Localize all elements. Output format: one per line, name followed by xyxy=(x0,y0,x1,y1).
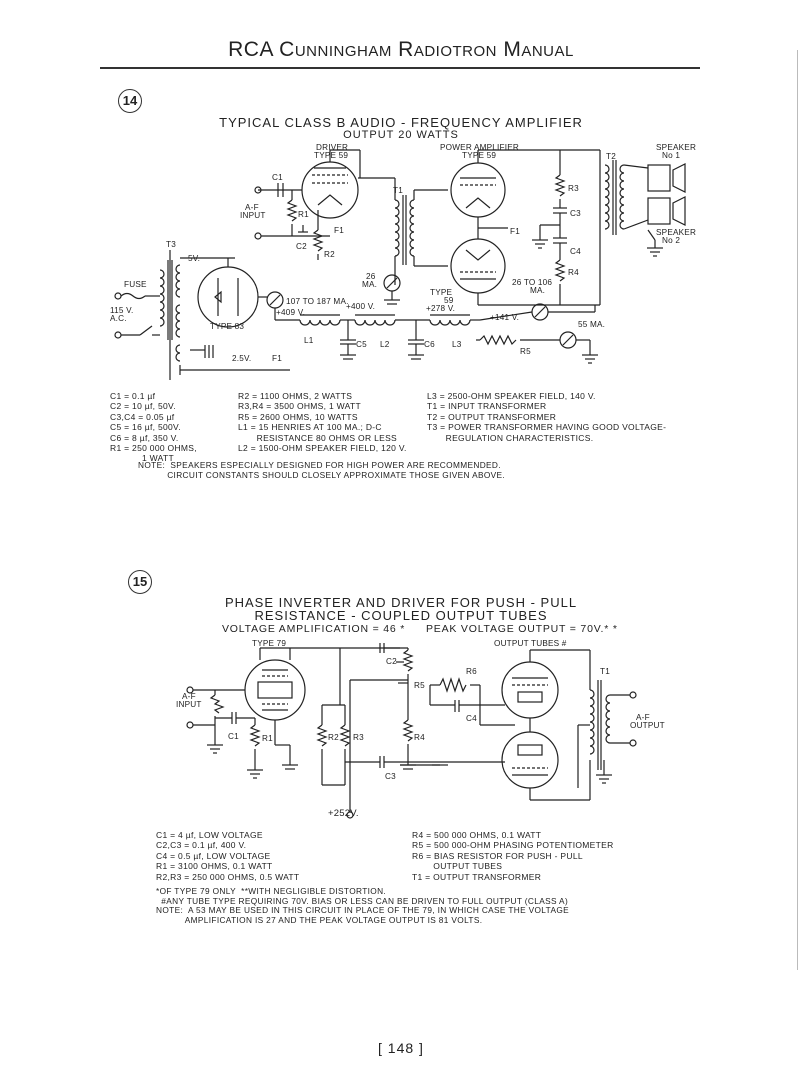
fuse xyxy=(120,292,146,300)
part-row: R1 = 3100 OHMS, 0.1 WATT xyxy=(156,861,273,872)
part-row: R3,R4 = 3500 OHMS, 1 WATT xyxy=(238,401,361,412)
r5-resistor xyxy=(479,334,517,346)
t1-primary xyxy=(394,199,400,257)
t1-secondary xyxy=(605,694,611,744)
r2-resistor xyxy=(312,229,324,252)
output-tube-upper xyxy=(501,661,559,719)
part-row: R2 = 1100 OHMS, 2 WATTS xyxy=(238,391,353,401)
power-tube-lower xyxy=(450,238,506,294)
circuit15-title-line1: PHASE INVERTER AND DRIVER FOR PUSH - PUL… xyxy=(224,595,578,610)
driver-tube xyxy=(301,161,359,219)
part-row: R5 = 500 000-OHM PHASING POTENTIOMETER xyxy=(412,840,614,851)
part-row: R1 = 250 000 OHMS, xyxy=(110,443,197,454)
part-row: C2,C3 = 0.1 µf, 400 V. xyxy=(156,840,247,851)
r3-resistor xyxy=(339,724,351,747)
input-resistor xyxy=(209,694,225,714)
speaker-field-l3 xyxy=(429,319,471,326)
part-row: C6 = 8 µf, 350 V. xyxy=(110,432,179,443)
speaker-field-l2 xyxy=(354,319,396,326)
speaker-1-cone xyxy=(672,163,686,193)
part-row: RESISTANCE 80 OHMS OR LESS xyxy=(238,432,398,443)
type79-tube xyxy=(244,659,306,721)
t3-secondary-5v xyxy=(175,264,181,298)
part-row: OUTPUT TUBES xyxy=(412,861,503,872)
part-row: 1 WATT xyxy=(110,453,174,464)
part-row: C3,C4 = 0.05 µf xyxy=(110,411,175,422)
circuit14-subtitle: OUTPUT 20 WATTS xyxy=(343,129,459,141)
r1-resistor xyxy=(249,724,261,747)
t2-secondary xyxy=(619,164,625,230)
part-row: C1 = 4 µf, LOW VOLTAGE xyxy=(156,830,263,840)
part-row: L3 = 2500-OHM SPEAKER FIELD, 140 V. xyxy=(427,391,596,401)
part-row: C2 = 10 µf, 50V. xyxy=(110,401,176,412)
choke-l1 xyxy=(299,319,341,326)
part-row: T2 = OUTPUT TRANSFORMER xyxy=(427,411,557,422)
r1-resistor xyxy=(286,199,298,222)
power-tube-upper xyxy=(450,162,506,218)
part-row: T1 = INPUT TRANSFORMER xyxy=(427,401,547,412)
part-row: T1 = OUTPUT TRANSFORMER xyxy=(412,871,542,882)
part-row: T3 = POWER TRANSFORMER HAVING GOOD VOLTA… xyxy=(427,422,667,433)
circuit14-parts-col2: R2 = 1100 OHMS, 2 WATTS R3,R4 = 3500 OHM… xyxy=(238,391,407,453)
r6-resistor xyxy=(439,677,467,693)
part-row: R5 = 2600 OHMS, 10 WATTS xyxy=(238,411,358,422)
circuit15-title-line2: RESISTANCE - COUPLED OUTPUT TUBES xyxy=(254,608,548,623)
circuit14-title: TYPICAL CLASS B AUDIO - FREQUENCY AMPLIF… xyxy=(219,115,583,130)
speaker-2-field xyxy=(647,197,671,225)
r4-resistor xyxy=(402,719,414,742)
r4-resistor xyxy=(554,259,566,282)
circuit15-subtitle-left: VOLTAGE AMPLIFICATION = 46 * xyxy=(222,623,406,635)
rectifier-tube xyxy=(197,266,259,328)
circuit-number-14: 14 xyxy=(118,89,142,113)
speaker-1-field xyxy=(647,164,671,192)
t2-primary xyxy=(604,164,610,230)
circuit14-parts-col3: L3 = 2500-OHM SPEAKER FIELD, 140 V. T1 =… xyxy=(427,391,666,443)
t3-secondary-hv xyxy=(175,304,181,338)
circuit14-note: NOTE: SPEAKERS ESPECIALLY DESIGNED FOR H… xyxy=(138,460,506,480)
part-row: L1 = 15 HENRIES AT 100 MA.; D-C xyxy=(238,422,382,433)
output-tube-lower xyxy=(501,731,559,789)
page-number: [ 148 ] xyxy=(378,1040,424,1056)
part-row: C4 = 0.5 µf, LOW VOLTAGE xyxy=(156,850,271,861)
part-row: L2 = 1500-OHM SPEAKER FIELD, 120 V. xyxy=(238,443,407,454)
r5-potentiometer xyxy=(402,649,414,672)
t1-primary xyxy=(589,689,595,755)
circuit15-parts-right: R4 = 500 000 OHMS, 0.1 WATT R5 = 500 000… xyxy=(412,830,614,882)
r2-resistor xyxy=(316,724,328,747)
circuit15-parts-left: C1 = 4 µf, LOW VOLTAGE C2,C3 = 0.1 µf, 4… xyxy=(156,830,299,882)
part-row: R2,R3 = 250 000 OHMS, 0.5 WATT xyxy=(156,871,300,882)
page-header: RCA Cunningham Radiotron Manual xyxy=(228,38,574,61)
circuit14-parts-col1: C1 = 0.1 µf C2 = 10 µf, 50V. C3,C4 = 0.0… xyxy=(110,391,197,464)
part-row: C1 = 0.1 µf xyxy=(110,391,156,401)
t3-secondary-25v xyxy=(175,344,181,362)
page-edge xyxy=(797,50,798,970)
phase-inverter-schematic xyxy=(186,643,637,819)
t1-secondary xyxy=(409,199,415,257)
circuit15-subtitle-right: PEAK VOLTAGE OUTPUT = 70V.* * xyxy=(426,623,618,635)
part-row: R4 = 500 000 OHMS, 0.1 WATT xyxy=(412,830,542,840)
part-row: REGULATION CHARACTERISTICS. xyxy=(427,432,594,443)
class-b-amplifier-schematic xyxy=(114,149,686,380)
circuit15-note: *OF TYPE 79 ONLY **WITH NEGLIGIBLE DISTO… xyxy=(156,886,570,925)
header-rule xyxy=(100,67,700,69)
part-row: C5 = 16 µf, 500V. xyxy=(110,422,181,433)
r3-resistor xyxy=(554,174,566,197)
circuit-number-15: 15 xyxy=(128,570,152,594)
speaker-2-cone xyxy=(672,196,686,226)
part-row: R6 = BIAS RESISTOR FOR PUSH - PULL xyxy=(412,850,583,861)
t3-primary xyxy=(159,269,165,327)
